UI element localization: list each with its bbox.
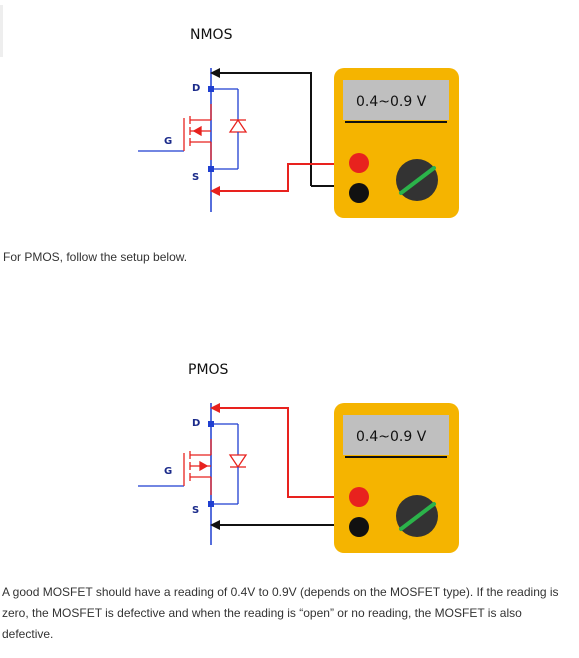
- pmos-meter-screen: [343, 415, 449, 455]
- pmos-source-label: S: [192, 505, 199, 516]
- pmos-drain-label: D: [192, 418, 200, 429]
- pmos-drain-node: [208, 421, 214, 427]
- nmos-red-lead: [210, 163, 348, 196]
- pmos-knob-pointer: [399, 502, 436, 531]
- pmos-gate-label: G: [164, 466, 172, 477]
- nmos-gate-label: G: [164, 136, 172, 147]
- nmos-meter-reading: 0.4~0.9 V: [356, 94, 427, 110]
- nmos-red-jack: [349, 153, 369, 173]
- nmos-source-label: S: [192, 172, 199, 183]
- pmos-intro-text: For PMOS, follow the setup below.: [3, 250, 188, 264]
- nmos-drain-node: [208, 86, 214, 92]
- nmos-black-jack: [349, 183, 369, 203]
- nmos-knob-pointer: [399, 166, 436, 195]
- nmos-diagram-svg: NMOS D S G: [138, 27, 459, 218]
- nmos-black-lead: [210, 68, 312, 186]
- pmos-black-jack: [349, 517, 369, 537]
- nmos-diagram: NMOS D S G: [0, 0, 579, 230]
- pmos-multimeter: 0.4~0.9 V: [334, 403, 459, 553]
- pmos-diagram-svg: PMOS D S G: [138, 362, 459, 553]
- pmos-title: PMOS: [188, 362, 229, 378]
- pmos-source-node: [208, 501, 214, 507]
- nmos-title: NMOS: [190, 27, 233, 43]
- nmos-source-node: [208, 166, 214, 172]
- scroll-edge: [0, 5, 3, 57]
- conclusion-paragraph: A good MOSFET should have a reading of 0…: [2, 585, 559, 641]
- nmos-drain-label: D: [192, 83, 200, 94]
- nmos-meter-screen: [343, 80, 449, 120]
- nmos-multimeter: 0.4~0.9 V: [334, 68, 459, 218]
- pmos-meter-reading: 0.4~0.9 V: [356, 429, 427, 445]
- pmos-red-lead: [210, 403, 348, 498]
- pmos-red-jack: [349, 487, 369, 507]
- nmos-body-diode: [214, 88, 248, 170]
- pmos-body-diode: [214, 423, 248, 505]
- nmos-transistor-symbol: [138, 104, 212, 160]
- pmos-transistor-symbol: [138, 439, 212, 495]
- pmos-diagram: PMOS D S G: [0, 340, 579, 560]
